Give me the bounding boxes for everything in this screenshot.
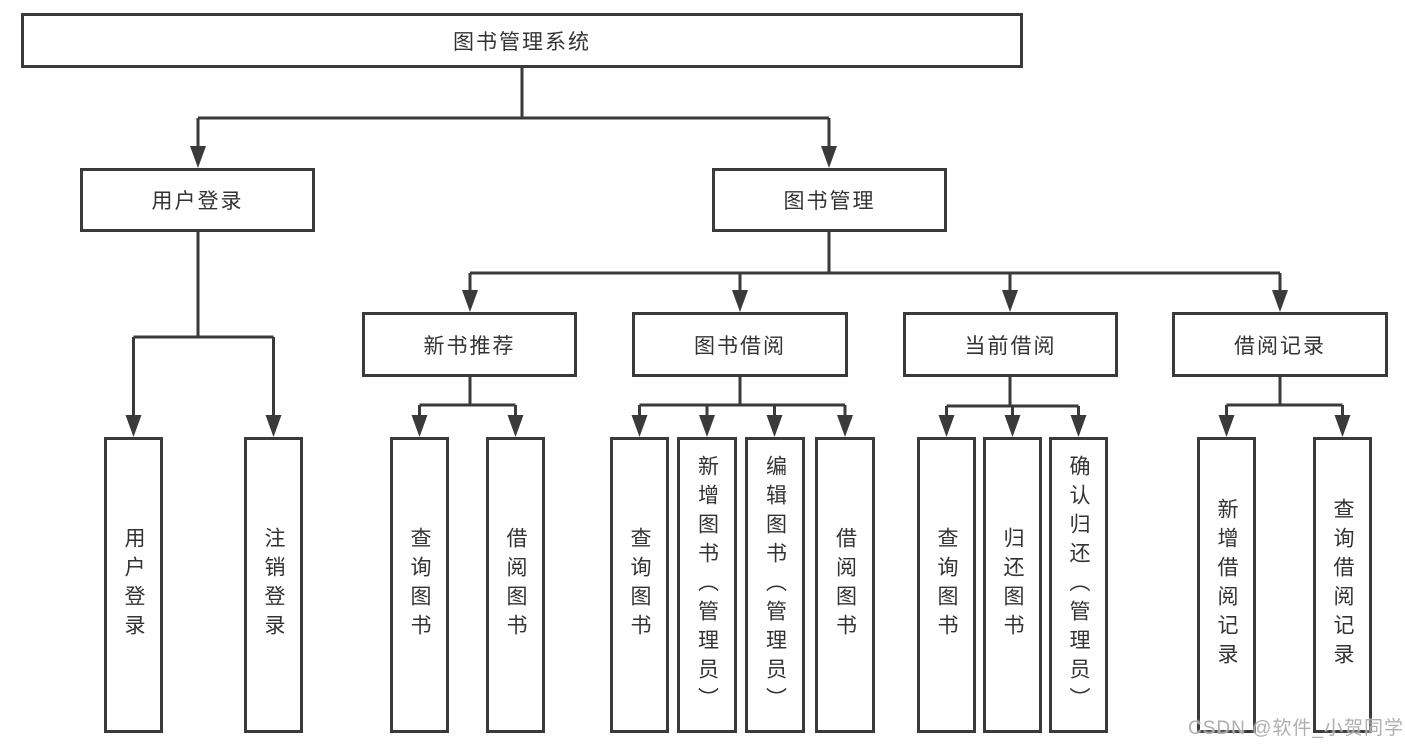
leaf-user-login: 用户登录	[104, 437, 163, 733]
leaf-confirm-return-admin-label: 确认归还（管理员）	[1067, 454, 1090, 716]
leaf-edit-books-admin-label: 编辑图书（管理员）	[763, 454, 787, 716]
node-borrowing-records-label: 借阅记录	[1234, 334, 1326, 358]
leaf-confirm-return-admin: 确认归还（管理员）	[1049, 437, 1108, 733]
leaf-query-books-2: 查询图书	[610, 437, 669, 733]
node-root-label: 图书管理系统	[453, 30, 591, 54]
node-book-management: 图书管理	[712, 168, 947, 232]
leaf-add-borrow-record-label: 新增借阅记录	[1215, 498, 1238, 672]
leaf-return-books: 归还图书	[983, 437, 1042, 733]
leaf-logout-login: 注销登录	[244, 437, 303, 733]
leaf-add-books-admin-label: 新增图书（管理员）	[695, 454, 719, 716]
leaf-query-books-1: 查询图书	[390, 437, 449, 733]
leaf-logout-login-label: 注销登录	[262, 527, 285, 643]
watermark: CSDN @软件_小贺同学	[1188, 718, 1404, 739]
leaf-borrow-books-2-label: 借阅图书	[833, 527, 857, 643]
node-new-book-recommend: 新书推荐	[362, 312, 577, 377]
node-user-login-label: 用户登录	[151, 190, 244, 213]
leaf-return-books-label: 归还图书	[1001, 527, 1024, 643]
node-new-book-recommend-label: 新书推荐	[423, 334, 516, 358]
leaf-query-borrow-record: 查询借阅记录	[1313, 437, 1372, 733]
node-current-borrowing-label: 当前借阅	[964, 334, 1057, 358]
leaf-edit-books-admin: 编辑图书（管理员）	[745, 437, 805, 733]
node-borrowing-records: 借阅记录	[1172, 312, 1388, 377]
leaf-add-books-admin: 新增图书（管理员）	[677, 437, 737, 733]
node-book-borrowing: 图书借阅	[632, 312, 848, 377]
leaf-query-books-2-label: 查询图书	[628, 527, 651, 643]
leaf-user-login-label: 用户登录	[122, 527, 145, 643]
leaf-query-books-3-label: 查询图书	[935, 527, 958, 643]
node-book-management-label: 图书管理	[783, 190, 876, 213]
leaf-query-books-3: 查询图书	[917, 437, 976, 733]
node-user-login: 用户登录	[80, 168, 315, 232]
leaf-borrow-books-1-label: 借阅图书	[504, 527, 527, 643]
node-root: 图书管理系统	[21, 13, 1023, 68]
leaf-borrow-books-1: 借阅图书	[486, 437, 545, 733]
leaf-add-borrow-record: 新增借阅记录	[1197, 437, 1256, 733]
node-current-borrowing: 当前借阅	[903, 312, 1118, 377]
leaf-query-borrow-record-label: 查询借阅记录	[1331, 498, 1354, 672]
leaf-borrow-books-2: 借阅图书	[815, 437, 875, 733]
node-book-borrowing-label: 图书借阅	[694, 334, 786, 358]
leaf-query-books-1-label: 查询图书	[408, 527, 431, 643]
